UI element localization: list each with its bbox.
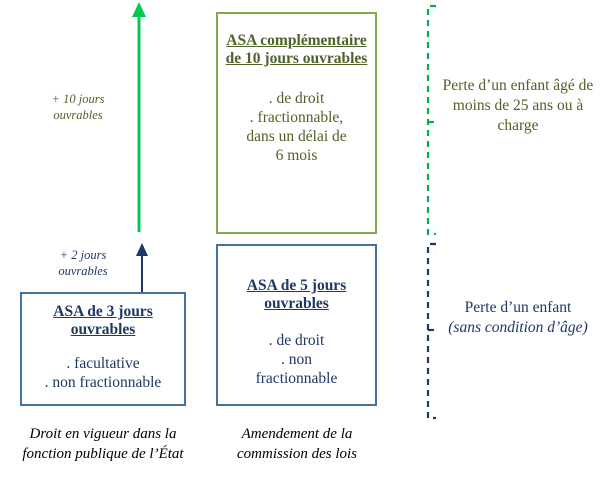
box-body-line: . non [281,350,312,368]
caption-left: Droit en vigueur dans la fonction publiq… [22,426,184,462]
blue-dashed-bracket [426,242,438,420]
box-body-line: . de droit [268,331,325,349]
green-dashed-bracket [426,4,438,236]
box-body-line: . fractionnable, [249,108,344,126]
box-asa-5-jours[interactable]: ASA de 5 jours ouvrables . de droit . no… [216,244,377,406]
box-body-line: dans un délai de [246,128,347,145]
box-title: ASA complémentaire de 10 jours ouvrables [225,32,368,68]
box-body: . de droit . fractionnable, dans un déla… [218,69,375,166]
box-body-line: 6 mois [275,147,318,165]
box-body: . de droit . non fractionnable [218,314,375,389]
box-body-line: . non fractionnable [44,373,162,391]
side-label-green: Perte d’un enfant âgé de moins de 25 ans… [442,77,594,135]
side-label-blue-sub: (sans condition d’âge) [448,319,588,337]
box-body-line: fractionnable [255,370,338,387]
box-body-line: . de droit [268,89,325,107]
side-label-blue-main: Perte d’un enfant [464,299,572,316]
box-asa-3-jours[interactable]: ASA de 3 jours ouvrables . facultative .… [20,292,186,406]
side-label-blue: Perte d’un enfant (sans condition d’âge) [440,298,596,338]
box-title: ASA de 5 jours ouvrables [246,277,347,313]
green-up-arrow-icon [132,2,146,232]
blue-arrow-label: + 2 jours ouvrables [58,248,108,278]
blue-up-arrow-icon [136,243,148,294]
box-body: . facultative . non fractionnable [22,340,184,392]
box-asa-complementaire-10-jours[interactable]: ASA complémentaire de 10 jours ouvrables… [216,12,377,234]
box-title: ASA de 3 jours ouvrables [53,303,153,339]
green-arrow-label: + 10 jours ouvrables [51,92,105,122]
box-body-line: . facultative [66,354,140,372]
caption-right: Amendement de la commission des lois [237,426,357,462]
